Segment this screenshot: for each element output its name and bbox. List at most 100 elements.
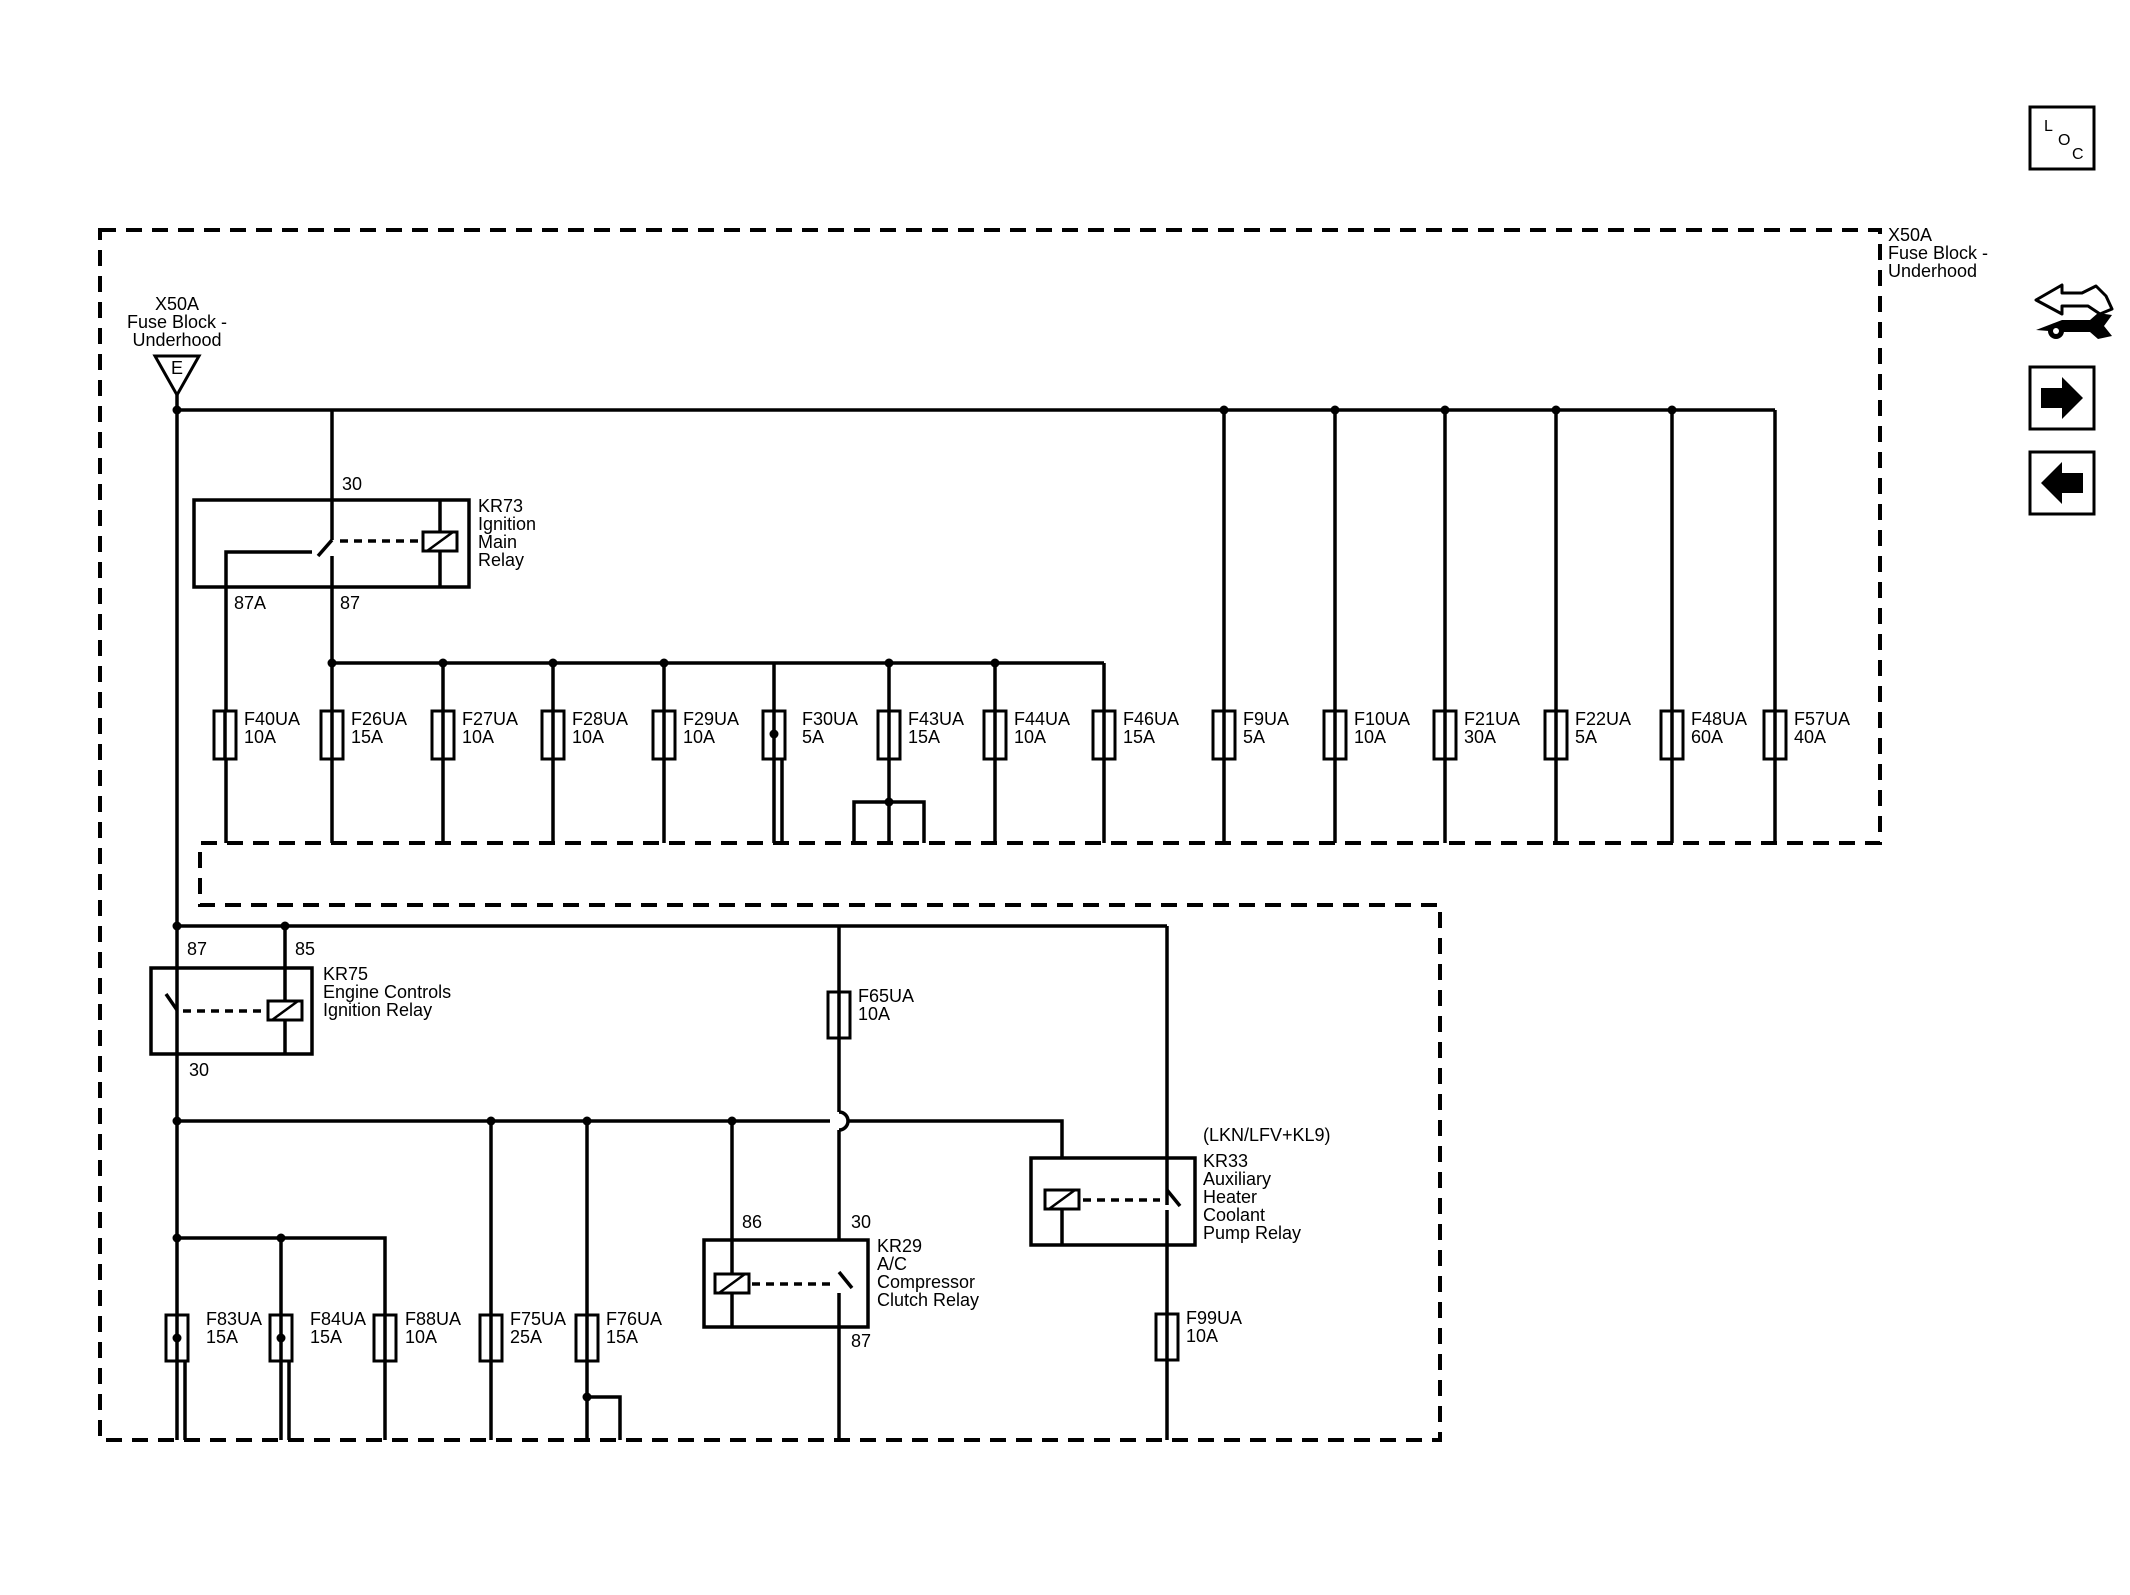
- relay-kr73: [192, 410, 471, 843]
- junction-dot: [172, 921, 182, 931]
- fuse-f65ua-id: F65UA: [858, 986, 914, 1006]
- kr73-pin-87: 87: [340, 593, 360, 613]
- fuse-f99ua-rating: 10A: [1186, 1326, 1218, 1346]
- fuse-f30ua-rating: 5A: [802, 727, 824, 747]
- fuse-f40ua-id: F40UA: [244, 709, 300, 729]
- fuse-f28ua: [540, 709, 566, 761]
- fuse-f84ua-id: F84UA: [310, 1309, 366, 1329]
- loc-icon[interactable]: L O C: [2028, 105, 2096, 171]
- source-id-label: X50A: [155, 294, 199, 314]
- fuse-block-id-label: X50A: [1888, 225, 1932, 245]
- tool-arrows-icon[interactable]: [2034, 283, 2114, 339]
- connector-e-symbol: E: [152, 354, 202, 399]
- fuse-f30ua: [761, 709, 787, 761]
- fuse-f46ua-id: F46UA: [1123, 709, 1179, 729]
- fuse-f88ua-id: F88UA: [405, 1309, 461, 1329]
- junction-dot: [172, 1116, 182, 1126]
- fuse-f21ua-rating: 30A: [1464, 727, 1496, 747]
- kr29-pin-87: 87: [851, 1331, 871, 1351]
- kr29-pin-86: 86: [742, 1212, 762, 1232]
- fuse-f44ua-rating: 10A: [1014, 727, 1046, 747]
- bottom-left-bus: [177, 1236, 387, 1440]
- kr75-pin-30: 30: [189, 1060, 209, 1080]
- fuse-f22ua-rating: 5A: [1575, 727, 1597, 747]
- kr73-name-line-3: Relay: [478, 550, 524, 570]
- fuse-f99ua-id: F99UA: [1186, 1308, 1242, 1328]
- fuse-f57ua: [1762, 709, 1788, 761]
- fuse-f83ua: [164, 1313, 190, 1363]
- fuse-block-name-line-2: Underhood: [1888, 261, 1977, 281]
- fuse-f43ua-rating: 15A: [908, 727, 940, 747]
- fuse-f84ua-rating: 15A: [310, 1327, 342, 1347]
- fuse-f10ua-rating: 10A: [1354, 727, 1386, 747]
- fuse-f46ua-rating: 15A: [1123, 727, 1155, 747]
- fuse-f88ua-rating: 10A: [405, 1327, 437, 1347]
- kr33-id: KR33: [1203, 1151, 1248, 1171]
- fuse-f43ua-id: F43UA: [908, 709, 964, 729]
- junction-dot: [172, 1233, 182, 1243]
- fuse-f22ua: [1543, 709, 1569, 761]
- fuse-f83ua-id: F83UA: [206, 1309, 262, 1329]
- fuse-f28ua-rating: 10A: [572, 727, 604, 747]
- kr73-name-line-1: Ignition: [478, 514, 536, 534]
- fuse-f30ua-id: F30UA: [802, 709, 858, 729]
- fuse-f44ua-id: F44UA: [1014, 709, 1070, 729]
- fuse-f46ua: [1091, 709, 1117, 761]
- arrow-left-icon[interactable]: [2028, 450, 2096, 516]
- fuse-f75ua-id: F75UA: [510, 1309, 566, 1329]
- kr73-id: KR73: [478, 496, 523, 516]
- fuse-f48ua-rating: 60A: [1691, 727, 1723, 747]
- svg-text:O: O: [2058, 132, 2070, 149]
- kr73-pin-87a: 87A: [234, 593, 266, 613]
- fuse-f26ua-id: F26UA: [351, 709, 407, 729]
- top-row-drops: [441, 410, 1777, 843]
- kr33-name-line-3: Coolant: [1203, 1205, 1265, 1225]
- kr75-name-line-1: Engine Controls: [323, 982, 451, 1002]
- kr73-name-line-2: Main: [478, 532, 517, 552]
- kr29-pin-30: 30: [851, 1212, 871, 1232]
- fuse-f65ua-rating: 10A: [858, 1004, 890, 1024]
- fuse-f28ua-id: F28UA: [572, 709, 628, 729]
- fuse-f83ua-rating: 15A: [206, 1327, 238, 1347]
- fuse-f76ua-id: F76UA: [606, 1309, 662, 1329]
- kr73-pin-30: 30: [342, 474, 362, 494]
- fuse-block-boundary: [98, 228, 1882, 1442]
- kr33-name-line-4: Pump Relay: [1203, 1223, 1301, 1243]
- source-name-line-2: Underhood: [132, 330, 221, 350]
- fuse-f27ua-rating: 10A: [462, 727, 494, 747]
- kr75-id: KR75: [323, 964, 368, 984]
- relay-kr33: [1029, 1156, 1197, 1440]
- arrow-right-icon[interactable]: [2028, 365, 2096, 431]
- fuse-f48ua: [1659, 709, 1685, 761]
- source-name-line-1: Fuse Block -: [127, 312, 227, 332]
- fuse-block-name-line-1: Fuse Block -: [1888, 243, 1988, 263]
- fuse-f10ua-id: F10UA: [1354, 709, 1410, 729]
- fuse-f88ua: [372, 1313, 398, 1363]
- fuse-f10ua: [1322, 709, 1348, 761]
- fuse-f76ua: [574, 1313, 600, 1363]
- fuse-f40ua: [212, 709, 238, 761]
- fuse-f29ua-rating: 10A: [683, 727, 715, 747]
- fuse-f26ua: [319, 709, 345, 761]
- fuse-f44ua: [982, 709, 1008, 761]
- fuse-f22ua-id: F22UA: [1575, 709, 1631, 729]
- svg-text:L: L: [2044, 118, 2053, 135]
- svg-text:E: E: [171, 358, 183, 378]
- fuse-f57ua-rating: 40A: [1794, 727, 1826, 747]
- kr29-name-line-3: Clutch Relay: [877, 1290, 979, 1310]
- fuse-f9ua-id: F9UA: [1243, 709, 1289, 729]
- svg-text:C: C: [2072, 146, 2084, 163]
- fuse-f75ua: [478, 1313, 504, 1363]
- kr29-name-line-1: A/C: [877, 1254, 907, 1274]
- fuse-f29ua: [651, 709, 677, 761]
- fuse-f57ua-id: F57UA: [1794, 709, 1850, 729]
- fuse-f9ua: [1211, 709, 1237, 761]
- relay-kr29: [702, 1121, 870, 1440]
- fuse-f48ua-id: F48UA: [1691, 709, 1747, 729]
- fuse-f27ua: [430, 709, 456, 761]
- fuse-f84ua: [268, 1313, 294, 1363]
- kr33-name-line-1: Auxiliary: [1203, 1169, 1271, 1189]
- fuse-f21ua: [1432, 709, 1458, 761]
- fuse-f29ua-id: F29UA: [683, 709, 739, 729]
- wire-crossover: [838, 1110, 850, 1132]
